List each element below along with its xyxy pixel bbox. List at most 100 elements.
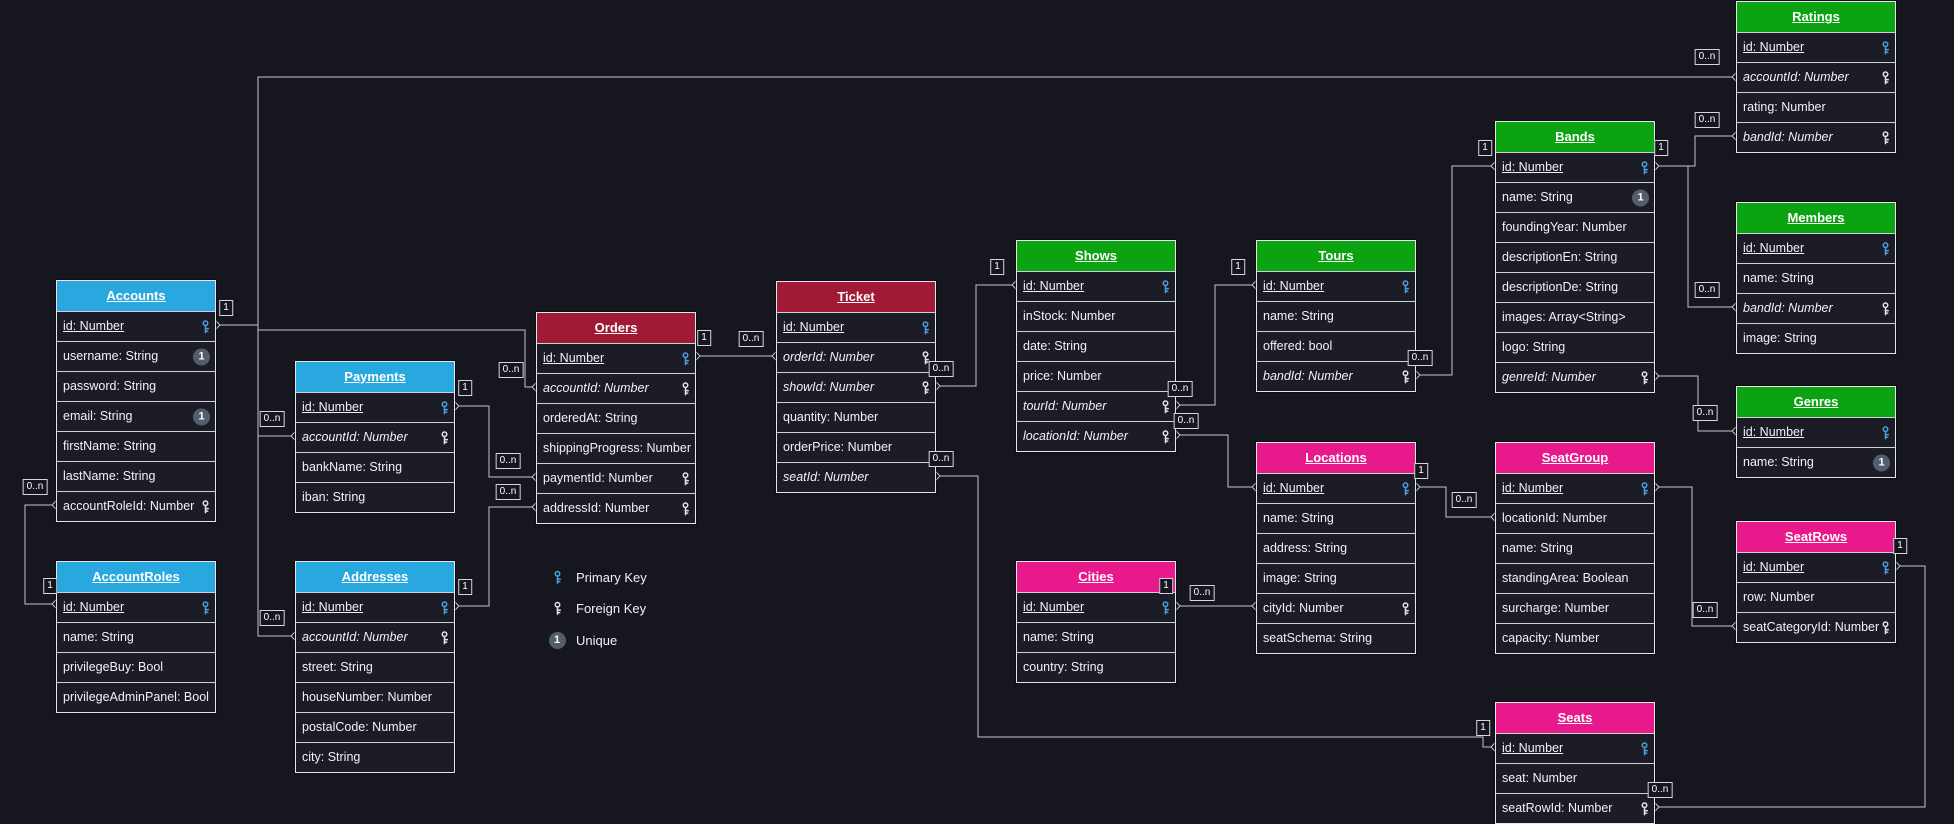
field-ratings-bandId[interactable]: bandId: Number: [1737, 122, 1895, 152]
field-bands-images[interactable]: images: Array<String>: [1496, 302, 1654, 332]
field-addresses-street[interactable]: street: String: [296, 652, 454, 682]
entity-title-tours[interactable]: Tours: [1257, 241, 1415, 271]
field-payments-bankName[interactable]: bankName: String: [296, 452, 454, 482]
field-shows-inStock[interactable]: inStock: Number: [1017, 301, 1175, 331]
field-shows-tourId[interactable]: tourId: Number: [1017, 391, 1175, 421]
field-orders-id[interactable]: id: Number: [537, 343, 695, 373]
field-seatgroup-standingArea[interactable]: standingArea: Boolean: [1496, 563, 1654, 593]
field-orders-orderedAt[interactable]: orderedAt: String: [537, 403, 695, 433]
field-locations-image[interactable]: image: String: [1257, 563, 1415, 593]
field-locations-cityId[interactable]: cityId: Number: [1257, 593, 1415, 623]
field-seats-id[interactable]: id: Number: [1496, 733, 1654, 763]
field-seatrows-id[interactable]: id: Number: [1737, 552, 1895, 582]
field-payments-id[interactable]: id: Number: [296, 392, 454, 422]
field-cities-id[interactable]: id: Number: [1017, 592, 1175, 622]
field-shows-locationId[interactable]: locationId: Number: [1017, 421, 1175, 451]
field-members-id[interactable]: id: Number: [1737, 233, 1895, 263]
field-bands-foundingYear[interactable]: foundingYear: Number: [1496, 212, 1654, 242]
field-seatgroup-capacity[interactable]: capacity: Number: [1496, 623, 1654, 653]
field-accounts-id[interactable]: id: Number: [57, 311, 215, 341]
field-ticket-orderId[interactable]: orderId: Number: [777, 342, 935, 372]
field-accounts-accountRoleId[interactable]: accountRoleId: Number: [57, 491, 215, 521]
field-seatgroup-name[interactable]: name: String: [1496, 533, 1654, 563]
entity-title-orders[interactable]: Orders: [537, 313, 695, 343]
entity-title-accountroles[interactable]: AccountRoles: [57, 562, 215, 592]
field-orders-accountId[interactable]: accountId: Number: [537, 373, 695, 403]
entity-title-genres[interactable]: Genres: [1737, 387, 1895, 417]
field-payments-iban[interactable]: iban: String: [296, 482, 454, 512]
field-addresses-accountId[interactable]: accountId: Number: [296, 622, 454, 652]
entity-title-seats[interactable]: Seats: [1496, 703, 1654, 733]
field-ticket-seatId[interactable]: seatId: Number: [777, 462, 935, 492]
field-accounts-lastName[interactable]: lastName: String: [57, 461, 215, 491]
field-seatrows-seatCategoryId[interactable]: seatCategoryId: Number: [1737, 612, 1895, 642]
field-bands-descriptionDe[interactable]: descriptionDe: String: [1496, 272, 1654, 302]
field-orders-shippingProgress[interactable]: shippingProgress: Number: [537, 433, 695, 463]
field-accountroles-id[interactable]: id: Number: [57, 592, 215, 622]
field-accountroles-name[interactable]: name: String: [57, 622, 215, 652]
entity-title-bands[interactable]: Bands: [1496, 122, 1654, 152]
entity-title-seatrows[interactable]: SeatRows: [1737, 522, 1895, 552]
field-members-image[interactable]: image: String: [1737, 323, 1895, 353]
field-accountroles-privilegeAdminPanel[interactable]: privilegeAdminPanel: Bool: [57, 682, 215, 712]
field-seats-seat[interactable]: seat: Number: [1496, 763, 1654, 793]
entity-title-seatgroup[interactable]: SeatGroup: [1496, 443, 1654, 473]
entity-title-payments[interactable]: Payments: [296, 362, 454, 392]
field-bands-genreId[interactable]: genreId: Number: [1496, 362, 1654, 392]
field-bands-id[interactable]: id: Number: [1496, 152, 1654, 182]
field-seatgroup-locationId[interactable]: locationId: Number: [1496, 503, 1654, 533]
field-seats-seatRowId[interactable]: seatRowId: Number: [1496, 793, 1654, 823]
field-ticket-showId[interactable]: showId: Number: [777, 372, 935, 402]
field-cities-name[interactable]: name: String: [1017, 622, 1175, 652]
field-shows-id[interactable]: id: Number: [1017, 271, 1175, 301]
entity-title-ratings[interactable]: Ratings: [1737, 2, 1895, 32]
field-seatgroup-surcharge[interactable]: surcharge: Number: [1496, 593, 1654, 623]
entity-title-shows[interactable]: Shows: [1017, 241, 1175, 271]
field-accounts-firstName[interactable]: firstName: String: [57, 431, 215, 461]
field-ratings-rating[interactable]: rating: Number: [1737, 92, 1895, 122]
field-payments-accountId[interactable]: accountId: Number: [296, 422, 454, 452]
field-tours-id[interactable]: id: Number: [1257, 271, 1415, 301]
field-shows-date[interactable]: date: String: [1017, 331, 1175, 361]
entity-title-accounts[interactable]: Accounts: [57, 281, 215, 311]
field-members-bandId[interactable]: bandId: Number: [1737, 293, 1895, 323]
field-ticket-orderPrice[interactable]: orderPrice: Number: [777, 432, 935, 462]
entity-title-ticket[interactable]: Ticket: [777, 282, 935, 312]
field-orders-paymentId[interactable]: paymentId: Number: [537, 463, 695, 493]
field-ticket-id[interactable]: id: Number: [777, 312, 935, 342]
field-addresses-houseNumber[interactable]: houseNumber: Number: [296, 682, 454, 712]
entity-title-addresses[interactable]: Addresses: [296, 562, 454, 592]
field-accountroles-privilegeBuy[interactable]: privilegeBuy: Bool: [57, 652, 215, 682]
field-addresses-postalCode[interactable]: postalCode: Number: [296, 712, 454, 742]
field-ratings-accountId[interactable]: accountId: Number: [1737, 62, 1895, 92]
field-shows-price[interactable]: price: Number: [1017, 361, 1175, 391]
entity-title-cities[interactable]: Cities: [1017, 562, 1175, 592]
field-locations-seatSchema[interactable]: seatSchema: String: [1257, 623, 1415, 653]
field-seatrows-row[interactable]: row: Number: [1737, 582, 1895, 612]
entity-title-members[interactable]: Members: [1737, 203, 1895, 233]
field-ticket-quantity[interactable]: quantity: Number: [777, 402, 935, 432]
field-tours-name[interactable]: name: String: [1257, 301, 1415, 331]
field-bands-descriptionEn[interactable]: descriptionEn: String: [1496, 242, 1654, 272]
field-ratings-id[interactable]: id: Number: [1737, 32, 1895, 62]
field-locations-name[interactable]: name: String: [1257, 503, 1415, 533]
